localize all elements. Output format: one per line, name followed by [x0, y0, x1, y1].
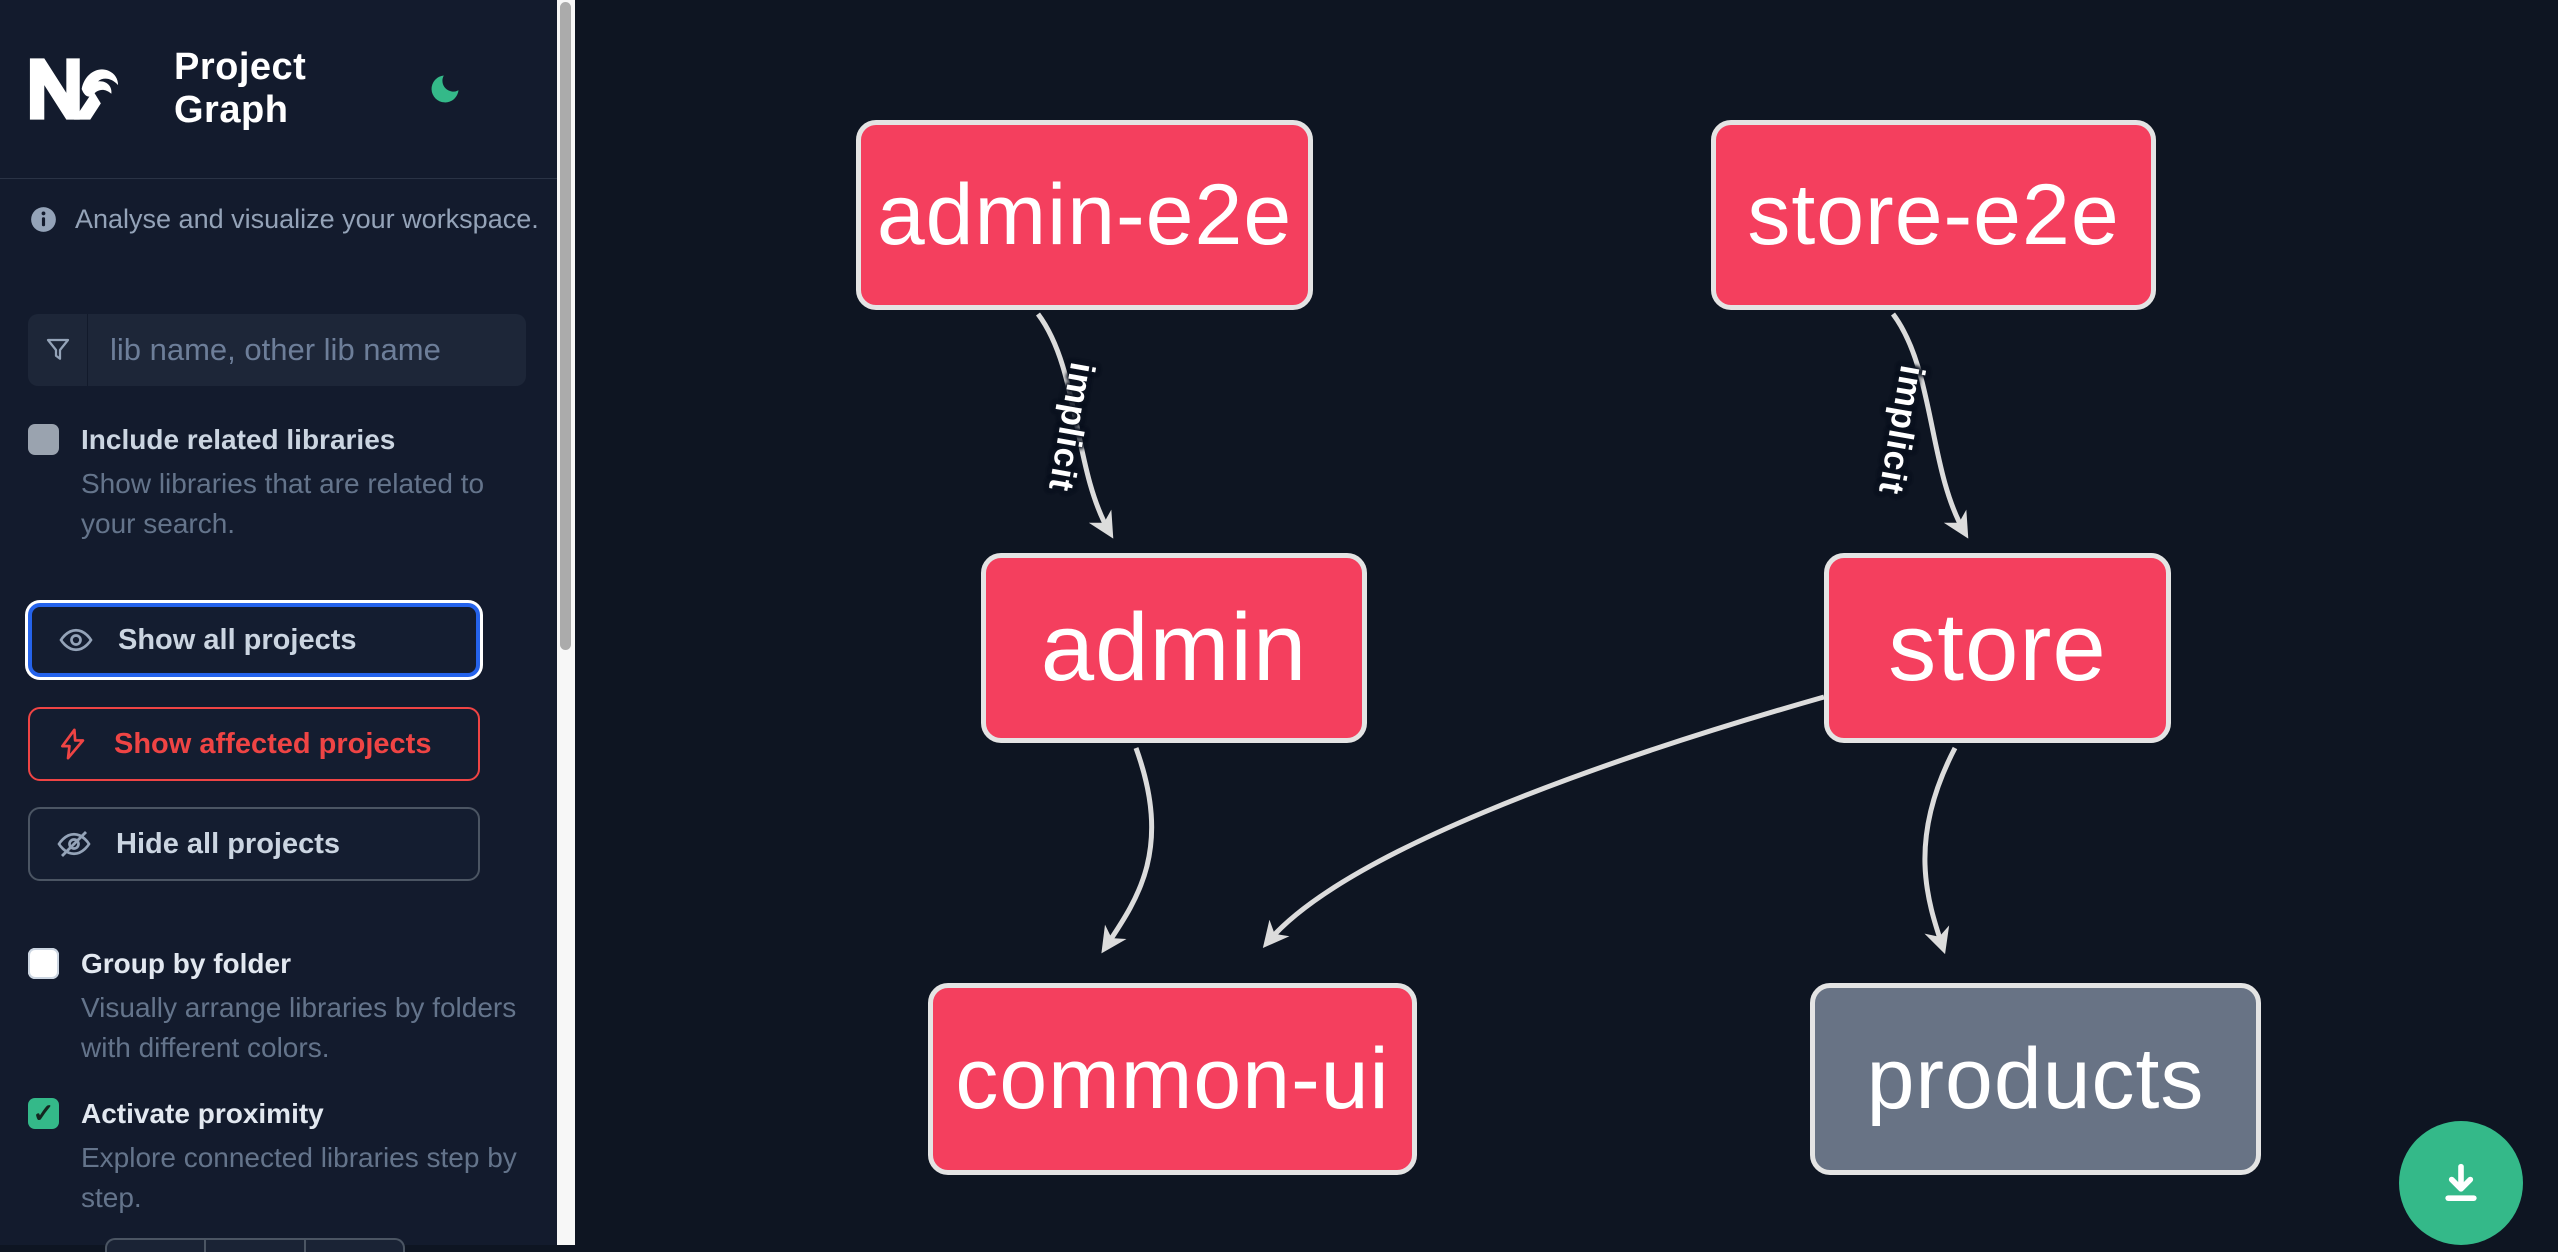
- sidebar-header: Project Graph: [0, 0, 557, 179]
- node-admin[interactable]: admin: [981, 553, 1367, 743]
- info-icon: [31, 207, 56, 232]
- nx-logo: [29, 58, 119, 120]
- group-by-folder-label: Group by folder: [81, 948, 291, 979]
- edge-store-to-products: [1922, 746, 1958, 955]
- search-input[interactable]: [88, 314, 526, 386]
- theme-toggle-button[interactable]: [426, 69, 465, 109]
- node-store[interactable]: store: [1824, 553, 2171, 743]
- edge-store-e2e-to-store: [1890, 312, 1969, 539]
- include-related-option: Include related libraries Show libraries…: [28, 424, 536, 544]
- depth-decrement-segment[interactable]: [107, 1240, 207, 1252]
- info-text: Analyse and visualize your workspace.: [75, 204, 539, 234]
- activate-proximity-checkbox[interactable]: ✓: [28, 1098, 59, 1129]
- activate-proximity-label: Activate proximity: [81, 1098, 324, 1129]
- group-by-folder-description: Visually arrange libraries by folders wi…: [81, 992, 517, 1063]
- node-label: products: [1866, 1030, 2205, 1127]
- edge-store-to-common-ui: [1262, 694, 1825, 948]
- hide-all-projects-label: Hide all projects: [116, 827, 341, 860]
- filter-icon-cell: [28, 314, 88, 386]
- show-all-projects-label: Show all projects: [118, 623, 357, 656]
- scrollbar-thumb[interactable]: [560, 2, 571, 650]
- node-label: store-e2e: [1747, 166, 2120, 263]
- depth-increment-segment[interactable]: [306, 1240, 403, 1252]
- eye-icon: [59, 628, 93, 652]
- proximity-depth-control[interactable]: [105, 1238, 405, 1252]
- show-affected-projects-button[interactable]: Show affected projects: [28, 707, 480, 781]
- workspace-info: Analyse and visualize your workspace.: [30, 204, 539, 235]
- show-affected-projects-label: Show affected projects: [114, 727, 432, 760]
- download-image-button[interactable]: [2399, 1121, 2523, 1245]
- node-common-ui[interactable]: common-ui: [928, 983, 1417, 1175]
- include-related-label: Include related libraries: [81, 424, 396, 455]
- sidebar: Project Graph Analyse and visualize your…: [0, 0, 557, 1252]
- page-title: Project Graph: [174, 46, 307, 131]
- include-related-checkbox[interactable]: [28, 424, 59, 455]
- activate-proximity-option: ✓ Activate proximity Explore connected l…: [28, 1098, 551, 1218]
- activate-proximity-description: Explore connected libraries step by step…: [81, 1142, 517, 1213]
- group-by-folder-option: Group by folder Visually arrange librari…: [28, 948, 536, 1068]
- node-store-e2e[interactable]: store-e2e: [1711, 120, 2156, 310]
- node-products[interactable]: products: [1810, 983, 2261, 1175]
- moon-icon: [432, 75, 459, 103]
- edge-admin-to-common-ui: [1101, 747, 1155, 954]
- download-icon: [2445, 1163, 2477, 1201]
- lightning-icon: [61, 728, 85, 760]
- graph-canvas[interactable]: implicit implicit admin-e2e store-e2e ad…: [575, 0, 2558, 1245]
- check-icon: ✓: [32, 1098, 55, 1128]
- edge-admin-e2e-to-admin: [1035, 312, 1114, 539]
- node-label: common-ui: [955, 1030, 1390, 1127]
- filter-icon: [46, 338, 69, 360]
- include-related-description: Show libraries that are related to your …: [81, 468, 485, 539]
- search-box: [28, 314, 526, 386]
- show-all-projects-button[interactable]: Show all projects: [28, 603, 480, 677]
- group-by-folder-checkbox[interactable]: [28, 948, 59, 979]
- node-label: store: [1888, 594, 2107, 701]
- node-admin-e2e[interactable]: admin-e2e: [856, 120, 1313, 310]
- node-label: admin-e2e: [876, 166, 1293, 263]
- sidebar-scrollbar[interactable]: [557, 0, 575, 1245]
- graph-edges-layer: [1035, 312, 1969, 955]
- node-label: admin: [1040, 594, 1308, 701]
- eye-off-icon: [57, 830, 91, 858]
- depth-value-segment: [206, 1240, 306, 1252]
- hide-all-projects-button[interactable]: Hide all projects: [28, 807, 480, 881]
